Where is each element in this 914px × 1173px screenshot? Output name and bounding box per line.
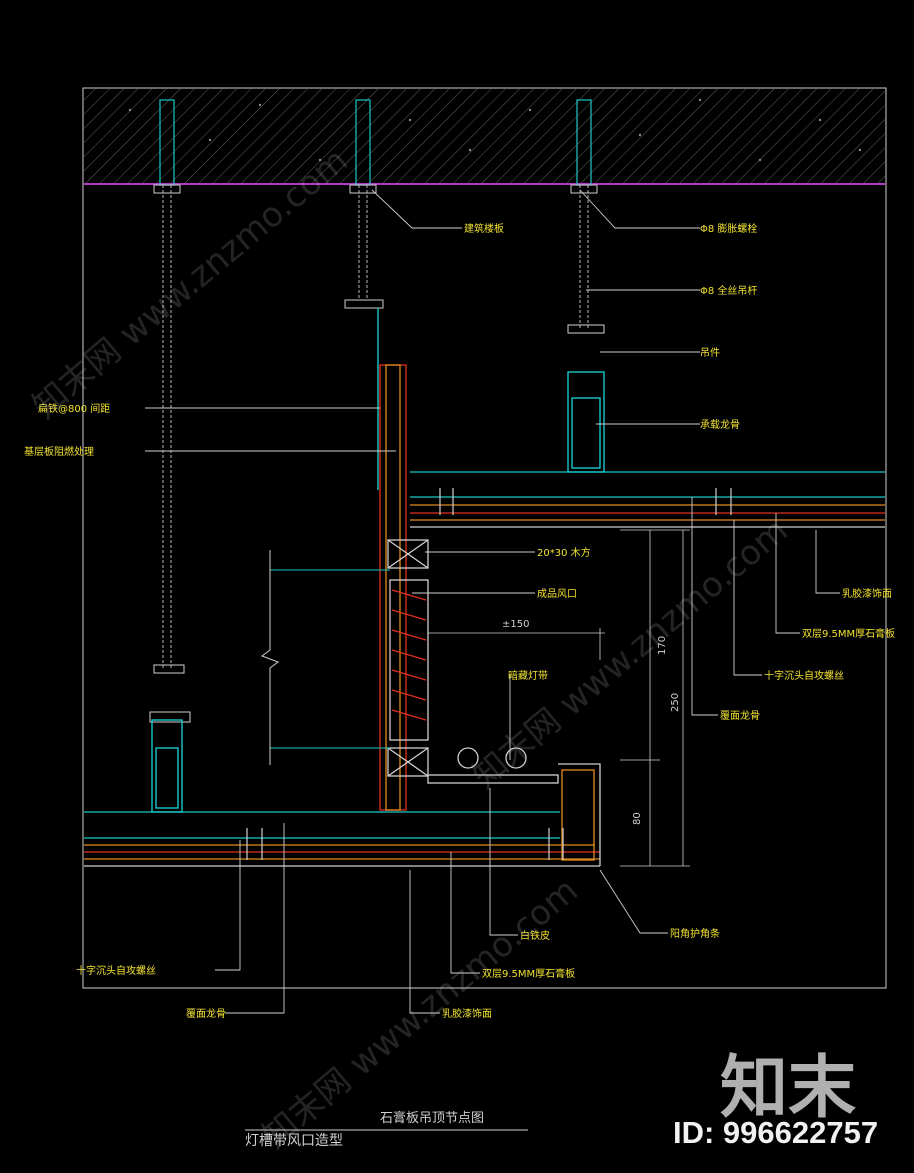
annotation-labels: 建筑楼板 Φ8 膨胀螺栓 Φ8 全丝吊杆 吊件 承载龙骨 扁铁@800 间距 基… [24,222,895,1020]
watermark-logo: 知末 [720,1049,857,1128]
drawing-title: 石膏板吊顶节点图 [380,1110,484,1126]
leader-lines [145,189,840,1014]
label-dim-170: 170 [657,636,668,655]
label-wood-strip: 20*30 木方 [537,546,591,559]
label-dim-150: ±150 [502,619,529,630]
label-screw-right: 十字沉头自攻螺丝 [764,669,844,682]
label-cover-keel-left: 覆面龙骨 [186,1007,226,1020]
label-latex-paint-right: 乳胶漆饰面 [842,587,892,600]
label-gypsum-bottom: 双层9.5MM厚石膏板 [482,967,575,980]
threaded-rods [159,99,592,670]
light-trough [427,747,601,866]
drawing-titles: 石膏板吊顶节点图 灯槽带风口造型 [245,1110,484,1149]
duct-outline [260,550,390,765]
hangers [149,184,605,723]
label-hidden-light: 暗藏灯带 [508,669,548,682]
label-flat-iron: 扁铁@800 间距 [38,402,110,415]
label-screw-left: 十字沉头自攻螺丝 [76,964,156,977]
label-threaded-rod: Φ8 全丝吊杆 [700,284,757,297]
label-hanger: 吊件 [700,347,720,359]
label-corner-strip: 阳角护角条 [670,927,720,940]
label-vent: 成品风口 [537,588,577,600]
vertical-base-board [379,364,429,811]
drawing-subtitle: 灯槽带风口造型 [245,1133,343,1149]
label-white-iron: 白铁皮 [520,929,550,942]
label-latex-paint-bottom: 乳胶漆饰面 [442,1007,492,1020]
screws [246,488,732,860]
label-gypsum-right: 双层9.5MM厚石膏板 [802,627,895,640]
upper-ceiling-panel [410,471,885,528]
label-dim-80: 80 [632,812,643,825]
label-main-keel: 承载龙骨 [700,418,740,431]
label-dim-250: 250 [670,693,681,712]
drawing-frame [82,87,887,989]
watermark-id: ID: 996622757 [673,1115,879,1150]
label-building-slab: 建筑楼板 [464,222,504,235]
label-base-board: 基层板阻燃处理 [24,445,94,458]
lower-ceiling-panel [84,811,600,867]
dimension-lines [428,529,690,867]
label-cover-keel-right: 覆面龙骨 [720,709,760,722]
label-expansion-bolt: Φ8 膨胀螺栓 [700,222,757,235]
concrete-slab [84,89,885,185]
vent-grille [389,579,429,741]
